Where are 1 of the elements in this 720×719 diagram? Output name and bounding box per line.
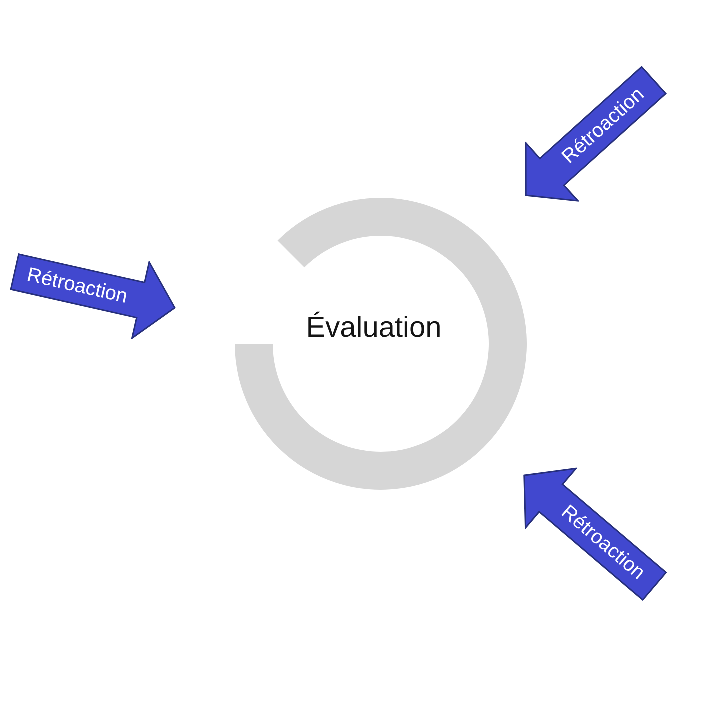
- ring-label: Évaluation: [306, 311, 442, 345]
